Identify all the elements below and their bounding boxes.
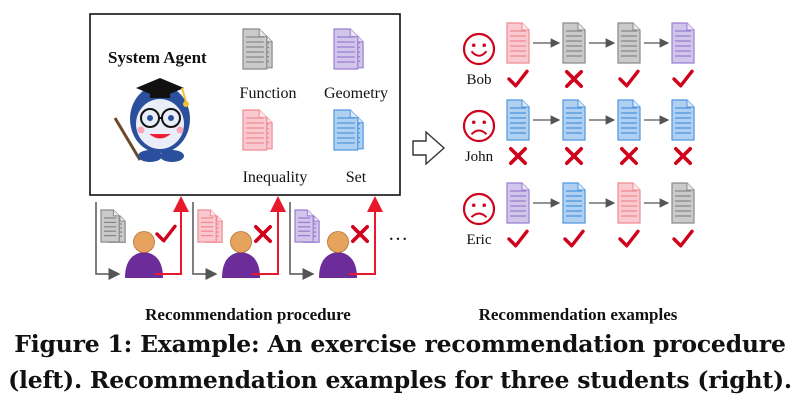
category-doc-geometry-icon [333, 28, 364, 70]
example-doc-geometry-icon [671, 22, 695, 64]
student-row-bob: Bob [462, 22, 695, 88]
example-doc-function-icon [617, 22, 641, 64]
cross-icon [254, 225, 272, 243]
cross-icon [674, 147, 692, 165]
check-icon [618, 229, 640, 248]
check-icon [618, 69, 640, 88]
example-doc-function-icon [562, 22, 586, 64]
example-doc-geometry-icon [506, 182, 530, 224]
student-icon [319, 231, 357, 278]
example-doc-set-icon [617, 99, 641, 141]
category-label: Set [346, 169, 367, 186]
student-name: Eric [467, 232, 492, 248]
doc-front [242, 28, 268, 70]
transition-arrow-icon [412, 130, 446, 166]
check-icon [507, 69, 529, 88]
doc-front [100, 209, 120, 243]
student-row-john: John [462, 99, 695, 165]
robot-mascot-icon [113, 78, 190, 162]
procedure-doc-geometry-icon [294, 209, 320, 243]
example-doc-set-icon [562, 99, 586, 141]
procedure-doc-function-icon [100, 209, 126, 243]
student-icon [125, 231, 163, 278]
example-doc-inequality-icon [506, 22, 530, 64]
sad-face-icon [462, 109, 496, 143]
doc-front [197, 209, 217, 243]
cross-icon [565, 70, 583, 88]
procedure-step [289, 196, 383, 280]
check-icon [563, 229, 585, 248]
example-doc-set-icon [506, 99, 530, 141]
doc-front [333, 28, 359, 70]
examples-label: Recommendation examples [479, 305, 678, 324]
check-icon [672, 229, 694, 248]
procedure-label: Recommendation procedure [145, 305, 351, 324]
category-doc-function-icon [242, 28, 273, 70]
caption-line-2: (left). Recommendation examples for thre… [8, 366, 792, 394]
example-doc-set-icon [562, 182, 586, 224]
example-doc-function-icon [671, 182, 695, 224]
student-row-eric: Eric [462, 182, 695, 248]
cross-icon [351, 225, 369, 243]
category-label: Geometry [324, 85, 388, 102]
procedure-step [192, 196, 286, 280]
cross-icon [509, 147, 527, 165]
procedure-doc-inequality-icon [197, 209, 223, 243]
category-doc-inequality-icon [242, 109, 273, 151]
check-icon [507, 229, 529, 248]
student-icon [222, 231, 260, 278]
caption-line-1: Figure 1: Example: An exercise recommend… [14, 330, 786, 358]
figure-caption: Figure 1: Example: An exercise recommend… [0, 326, 800, 398]
doc-front [333, 109, 359, 151]
category-doc-set-icon [333, 109, 364, 151]
cross-icon [565, 147, 583, 165]
example-doc-inequality-icon [617, 182, 641, 224]
check-icon [155, 224, 177, 243]
student-name: Bob [466, 72, 491, 88]
procedure-step [95, 196, 189, 280]
example-doc-set-icon [671, 99, 695, 141]
check-icon [672, 69, 694, 88]
doc-front [242, 109, 268, 151]
happy-face-icon [462, 32, 496, 66]
student-name: John [465, 149, 494, 165]
doc-front [294, 209, 314, 243]
category-label: Function [240, 85, 297, 102]
system-agent-title: System Agent [108, 48, 207, 67]
category-label: Inequality [243, 169, 308, 186]
procedure-ellipsis: … [388, 223, 408, 245]
sad-face-icon [462, 192, 496, 226]
cross-icon [620, 147, 638, 165]
